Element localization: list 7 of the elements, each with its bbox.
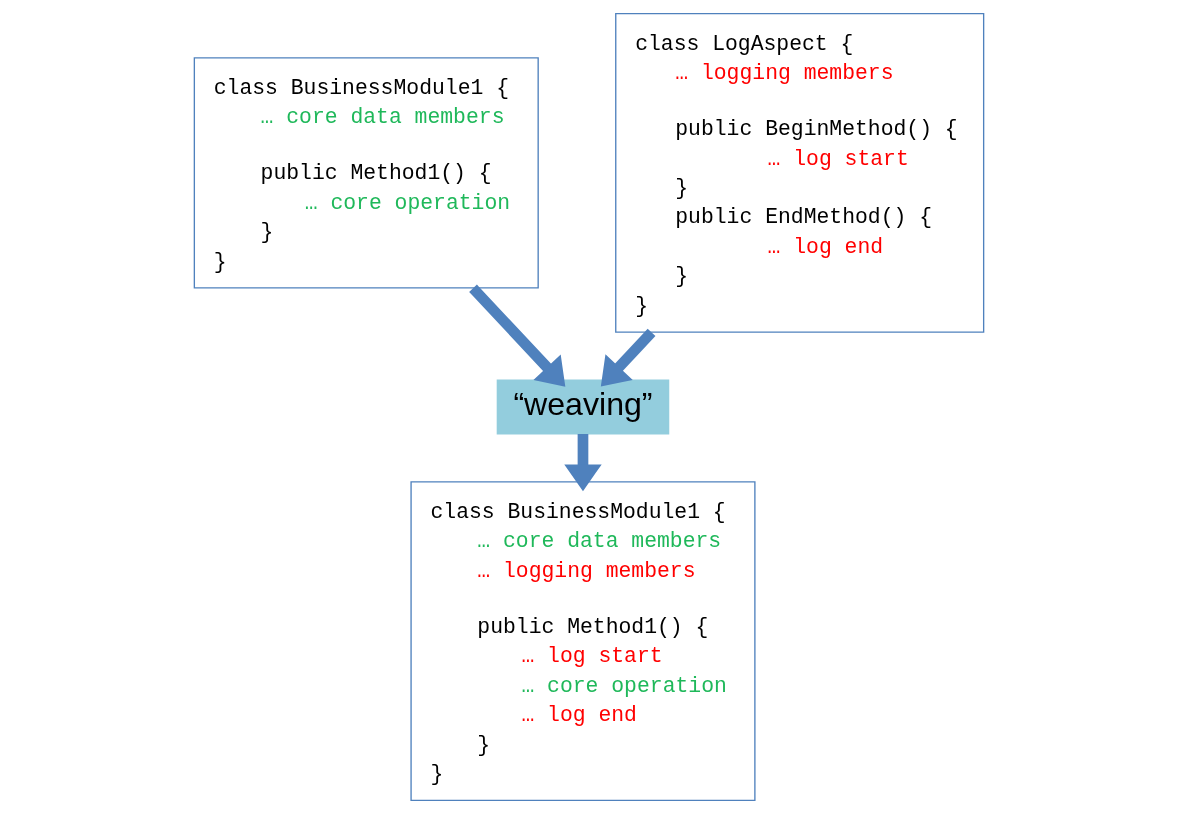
arrow	[563, 434, 602, 492]
node-box: class LogAspect { … logging members public BeginMethod() { … log start } public EndMethod() { … log end } }	[614, 13, 984, 333]
arrow	[600, 328, 655, 387]
node-box: “weaving”	[496, 379, 669, 435]
node-box: class BusinessModule1 { … core data members public Method1() { … core operation } }	[193, 57, 539, 289]
arrow	[468, 284, 565, 387]
node-box: class BusinessModule1 { … core data members … logging members public Method1() { … log start … core operation … log end } }	[409, 481, 756, 801]
